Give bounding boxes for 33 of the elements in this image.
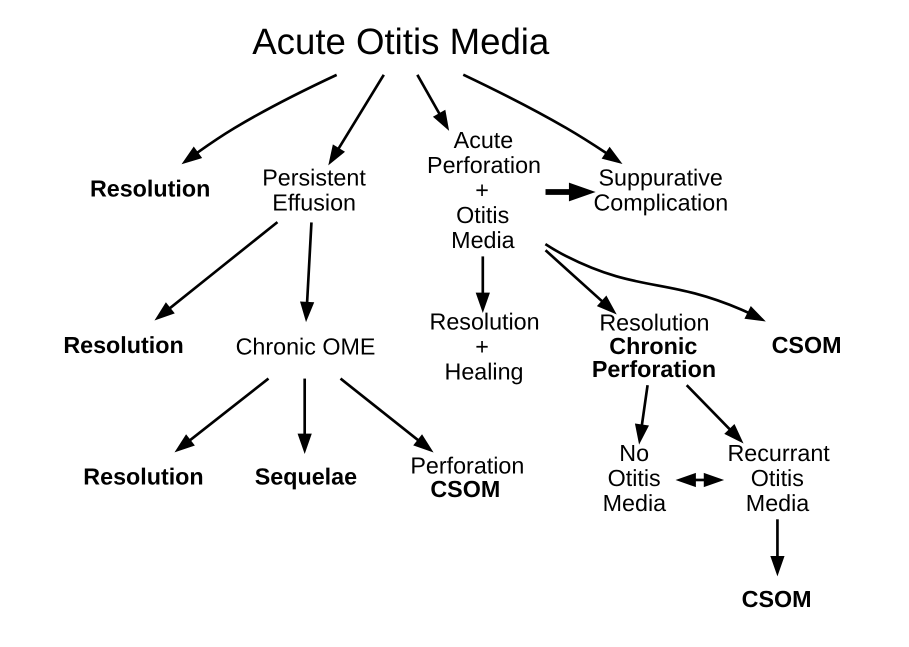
- arrow: [416, 74, 450, 131]
- node-text: Suppurative Complication: [593, 164, 728, 216]
- node-text: Persistent Effusion: [262, 164, 366, 216]
- node-text: Resolution: [90, 175, 210, 202]
- arrow: [174, 378, 270, 452]
- arrow: [676, 472, 724, 488]
- node-text: Resolution: [63, 332, 184, 358]
- node-text: No Otitis Media: [602, 440, 666, 516]
- arrow: [300, 222, 314, 322]
- arrow: [298, 378, 312, 454]
- arrow: [634, 384, 649, 445]
- arrow: [328, 74, 385, 166]
- node-text: Recurrant Otitis Media: [727, 440, 830, 516]
- arrow: [154, 221, 278, 320]
- node-text: Resolution + Healing: [430, 308, 540, 385]
- node-text: Acute Otitis Media: [252, 21, 550, 62]
- arrow: [340, 378, 434, 452]
- arrow: [770, 519, 785, 576]
- arrow: [544, 242, 766, 322]
- node-text: Sequelae: [254, 463, 358, 490]
- node-text: CSOM: [772, 332, 842, 358]
- node-text: Resolution: [83, 463, 204, 490]
- arrow: [476, 256, 490, 314]
- arrow: [686, 384, 744, 444]
- node-text: Perforation CSOM: [410, 452, 524, 502]
- node-text: Chronic OME: [236, 334, 376, 360]
- arrow: [544, 249, 617, 314]
- node-text: Resolution Chronic Perforation: [592, 309, 716, 382]
- node-text: Acute Perforation + Otitis Media: [427, 127, 542, 254]
- arrow: [546, 182, 596, 202]
- arrow: [182, 74, 338, 164]
- arrow: [462, 73, 622, 164]
- node-text: CSOM: [742, 586, 812, 612]
